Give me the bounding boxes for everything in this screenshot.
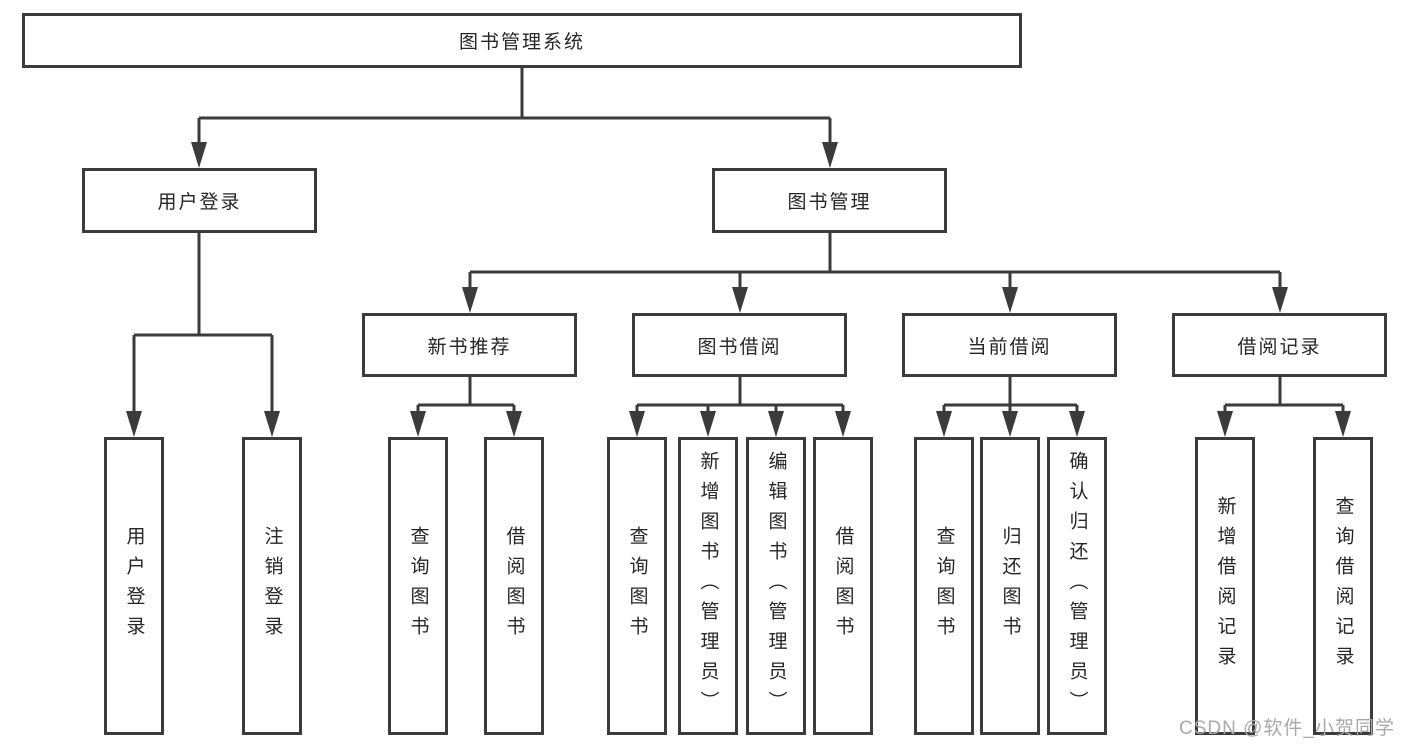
node-label: 图书管理: [787, 192, 872, 213]
leaf-return-books: 归还图书: [980, 437, 1040, 735]
node-label: 确认归还（管理员）: [1066, 451, 1088, 721]
arrowhead-icons: [126, 142, 1351, 437]
node-label: 新增图书（管理员）: [697, 451, 719, 721]
leaf-query-borrow-record: 查询借阅记录: [1313, 437, 1373, 735]
node-label: 用户登录: [157, 192, 242, 213]
node-label: 查询借阅记录: [1332, 496, 1354, 676]
leaf-add-book-admin: 新增图书（管理员）: [678, 437, 738, 735]
node-label: 查询图书: [626, 526, 648, 646]
node-label: 图书管理系统: [458, 32, 585, 53]
node-label: 查询图书: [933, 526, 955, 646]
leaf-query-books-current: 查询图书: [914, 437, 974, 735]
leaf-add-borrow-record: 新增借阅记录: [1195, 437, 1255, 735]
node-label: 用户登录: [123, 526, 145, 646]
node-label: 图书借阅: [697, 336, 782, 358]
leaf-edit-book-admin: 编辑图书（管理员）: [746, 437, 806, 735]
leaf-query-books-recommend: 查询图书: [388, 437, 448, 735]
leaf-user-login: 用户登录: [104, 437, 164, 735]
node-user-login: 用户登录: [82, 168, 317, 233]
node-label: 新增借阅记录: [1214, 496, 1236, 676]
leaf-borrow-books-borrowing: 借阅图书: [813, 437, 873, 735]
node-current-borrowing: 当前借阅: [902, 313, 1117, 377]
node-label: 注销登录: [261, 526, 283, 646]
node-library-management-system: 图书管理系统: [22, 13, 1022, 68]
node-label: 借阅图书: [832, 526, 854, 646]
leaf-borrow-books-recommend: 借阅图书: [484, 437, 544, 735]
node-book-management: 图书管理: [712, 168, 947, 233]
node-borrowing-records: 借阅记录: [1172, 313, 1387, 377]
csdn-watermark: CSDN @软件_小贺同学: [1179, 718, 1395, 739]
node-label: 借阅图书: [503, 526, 525, 646]
node-label: 新书推荐: [427, 336, 512, 358]
node-book-borrowing: 图书借阅: [632, 313, 847, 377]
leaf-query-books-borrowing: 查询图书: [607, 437, 667, 735]
node-label: 查询图书: [407, 526, 429, 646]
leaf-confirm-return-admin: 确认归还（管理员）: [1047, 437, 1107, 735]
node-label: 当前借阅: [967, 336, 1052, 358]
node-label: 编辑图书（管理员）: [765, 451, 787, 721]
node-new-book-recommendation: 新书推荐: [362, 313, 577, 377]
leaf-logout: 注销登录: [242, 437, 302, 735]
node-label: 归还图书: [999, 526, 1021, 646]
node-label: 借阅记录: [1237, 336, 1322, 358]
